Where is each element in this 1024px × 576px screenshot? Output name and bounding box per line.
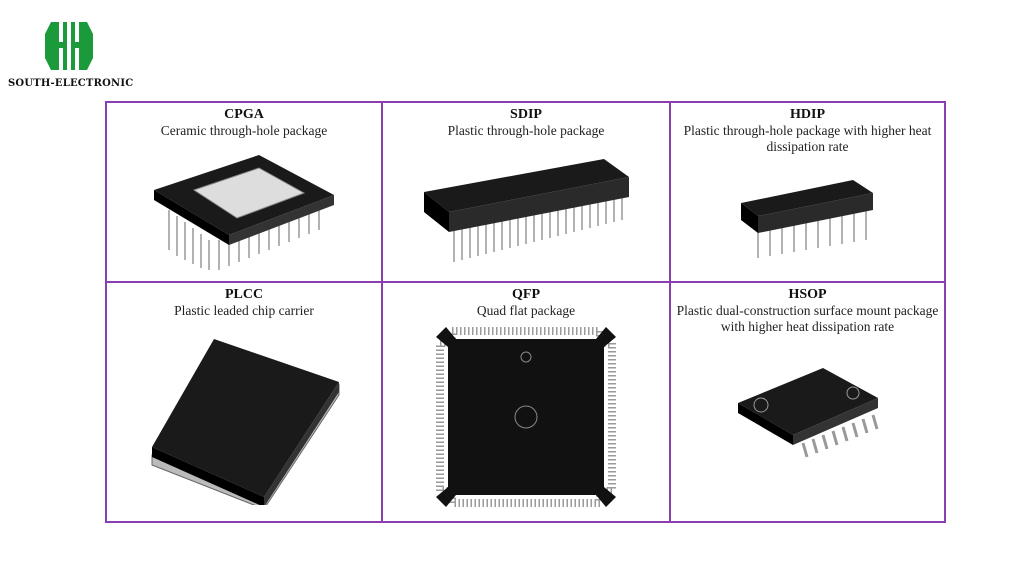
package-grid: CPGA Ceramic through-hole package SDIP P… xyxy=(105,101,946,523)
package-hdip: HDIP Plastic through-hole package with h… xyxy=(671,103,944,283)
logo-icon xyxy=(45,22,93,70)
package-desc: Plastic leaded chip carrier xyxy=(174,303,314,318)
package-desc: Quad flat package xyxy=(476,303,576,318)
package-desc: Plastic through-hole package xyxy=(447,123,605,138)
package-desc: Plastic dual-construction surface mount … xyxy=(676,303,939,334)
package-title: QFP xyxy=(512,287,540,302)
package-title: CPGA xyxy=(224,107,264,122)
hsop-chip-image xyxy=(737,368,878,458)
package-desc: Ceramic through-hole package xyxy=(160,123,328,138)
package-hsop: HSOP Plastic dual-construction surface m… xyxy=(671,283,944,521)
brand-name: SOUTH-ELECTRONIC xyxy=(8,78,134,89)
package-title: PLCC xyxy=(224,287,264,302)
package-title: HDIP xyxy=(790,107,825,122)
hdip-chip-image xyxy=(740,180,873,258)
plcc-chip-image xyxy=(151,339,340,505)
package-cpga: CPGA Ceramic through-hole package xyxy=(107,103,383,283)
package-title: SDIP xyxy=(510,107,542,122)
package-title: HSOP xyxy=(788,287,827,302)
package-desc: Plastic through-hole package with higher… xyxy=(683,123,932,154)
cpga-chip-image xyxy=(154,155,334,270)
qfp-chip-image xyxy=(436,327,616,507)
package-qfp: QFP Quad flat package xyxy=(383,283,671,521)
sdip-chip-image xyxy=(423,159,629,262)
package-sdip: SDIP Plastic through-hole package xyxy=(383,103,671,283)
logo: SOUTH-ELECTRONIC xyxy=(8,18,134,89)
package-plcc: PLCC Plastic leaded chip carrier xyxy=(107,283,383,521)
